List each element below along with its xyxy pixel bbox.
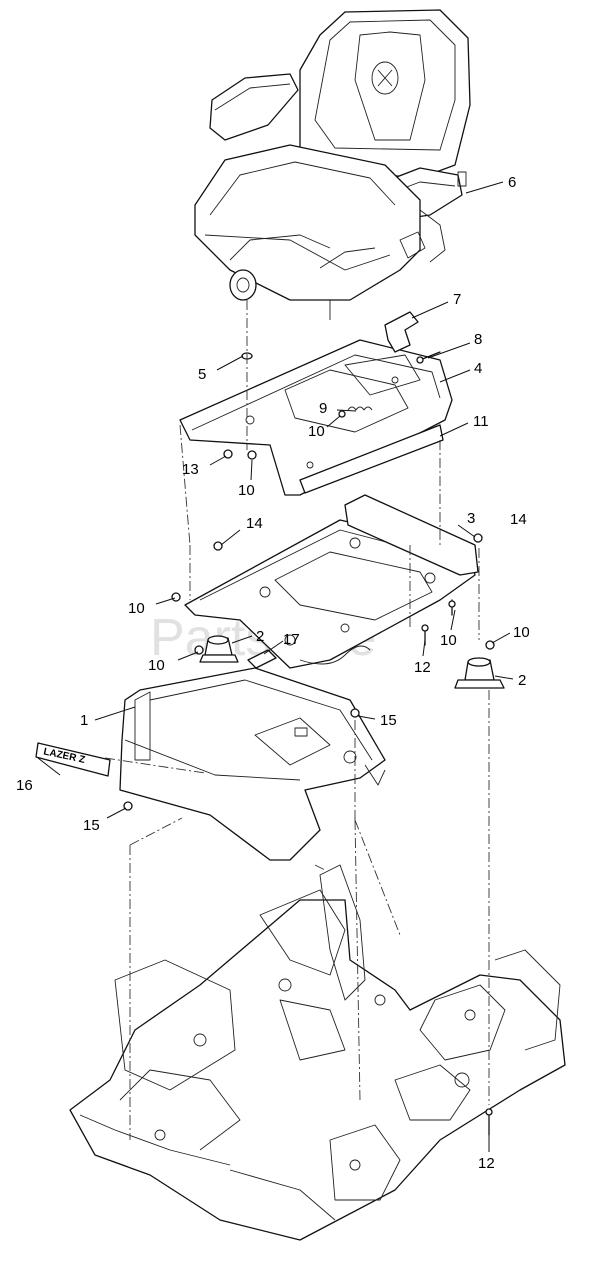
callout-9: 9 [319,400,327,417]
decal-part: LAZER Z [35,742,111,777]
chassis-frame-part [69,864,566,1241]
callout-14: 14 [510,511,527,528]
isolator-mount-part [194,635,505,689]
callout-15: 15 [380,712,397,729]
callout-10: 10 [440,632,457,649]
callout-4: 4 [474,360,482,377]
callout-10: 10 [148,657,165,674]
callout-5: 5 [198,366,206,383]
seat-part [194,9,471,320]
callout-10: 10 [238,482,255,499]
callout-10: 10 [513,624,530,641]
assembly-lines [104,300,490,1140]
callout-10: 10 [128,600,145,617]
callout-2: 2 [256,628,264,645]
callout-14: 14 [246,515,263,532]
callout-8: 8 [474,331,482,348]
suspension-plate-part [171,494,483,669]
switch-part [247,649,277,669]
callout-1: 1 [80,712,88,729]
callout-labels: 6 7 8 4 5 9 10 11 13 10 14 3 14 10 10 10… [16,174,530,1172]
callout-16: 16 [16,777,33,794]
callout-3: 3 [467,510,475,527]
callout-12: 12 [414,659,431,676]
callout-6: 6 [508,174,516,191]
callout-10: 10 [308,423,325,440]
callout-11: 11 [473,413,489,430]
callout-17: 17 [283,631,300,648]
callout-13: 13 [182,461,199,478]
seat-plate-part [179,311,453,496]
callout-12: 12 [478,1155,495,1172]
callout-2: 2 [518,672,526,689]
seat-pan-part [119,667,386,861]
callout-15: 15 [83,817,100,834]
callout-leaders [37,181,514,1152]
callout-7: 7 [453,291,461,308]
